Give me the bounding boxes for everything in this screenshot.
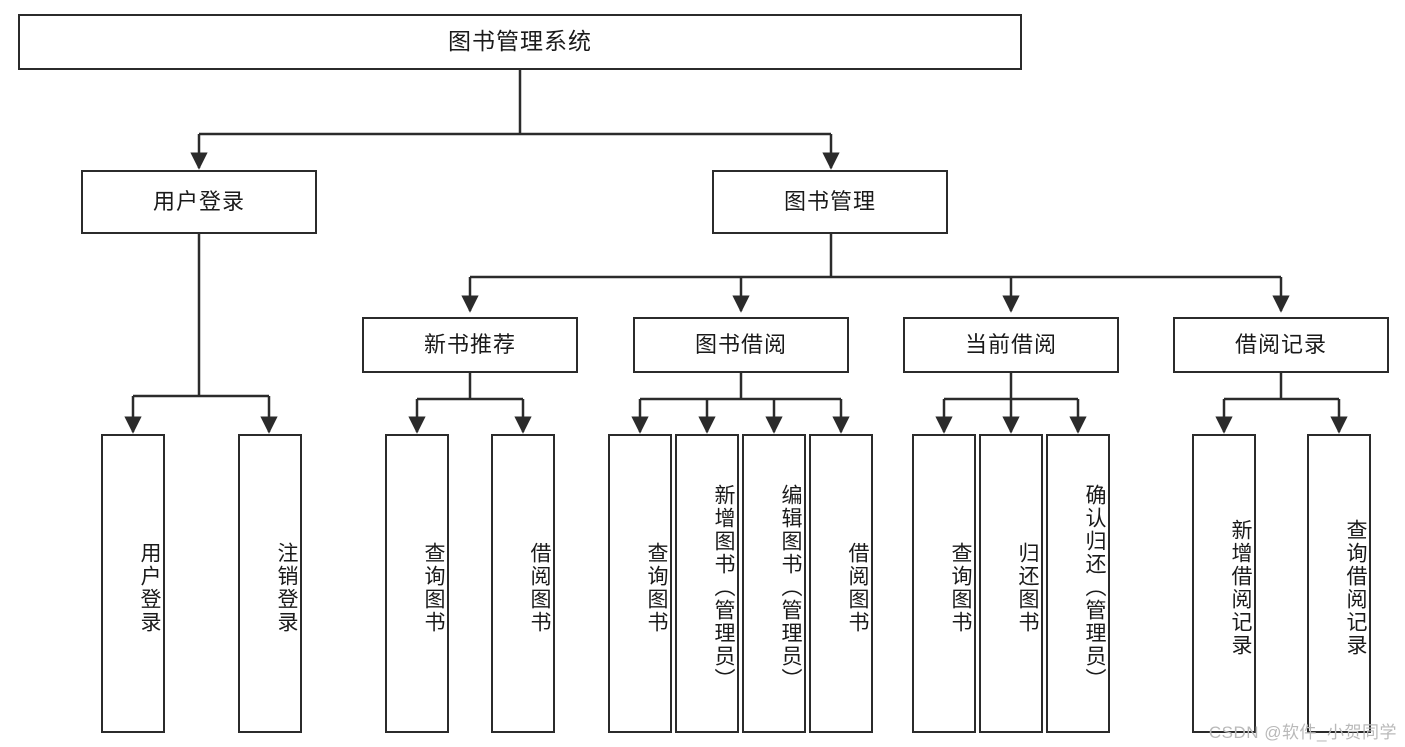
- node-label: 查询图书: [949, 541, 972, 634]
- node-leaf-return-book[interactable]: 归还图书: [979, 434, 1043, 733]
- node-label: 用户登录: [152, 188, 245, 214]
- node-user-login[interactable]: 用户登录: [81, 170, 317, 234]
- node-label: 图书借阅: [694, 331, 787, 357]
- node-book-manage[interactable]: 图书管理: [712, 170, 948, 234]
- node-label: 借阅记录: [1234, 331, 1327, 357]
- node-label: 新书推荐: [423, 331, 516, 357]
- node-label: 归还图书: [1016, 541, 1039, 634]
- node-label: 确认归还（管理员）: [1083, 484, 1106, 691]
- node-leaf-add-borrow-record[interactable]: 新增借阅记录: [1192, 434, 1256, 733]
- node-label: 注销登录: [275, 541, 298, 634]
- node-leaf-borrow-book-rec[interactable]: 借阅图书: [491, 434, 555, 733]
- csdn-watermark: CSDN @软件_小贺同学: [1208, 723, 1397, 742]
- node-label: 图书管理系统: [448, 28, 592, 55]
- node-label: 用户登录: [138, 541, 161, 634]
- node-label: 借阅图书: [528, 541, 551, 634]
- node-label: 查询图书: [422, 541, 445, 634]
- node-root-system[interactable]: 图书管理系统: [18, 14, 1022, 70]
- node-leaf-query-borrow-record[interactable]: 查询借阅记录: [1307, 434, 1371, 733]
- node-label: 图书管理: [783, 188, 876, 214]
- node-label: 新增借阅记录: [1229, 518, 1252, 657]
- node-new-book-recommend[interactable]: 新书推荐: [362, 317, 578, 373]
- node-label: 编辑图书（管理员）: [779, 484, 802, 691]
- node-label: 查询借阅记录: [1344, 518, 1367, 657]
- node-label: 当前借阅: [964, 331, 1057, 357]
- node-label: 借阅图书: [846, 541, 869, 634]
- node-leaf-edit-book[interactable]: 编辑图书（管理员）: [742, 434, 806, 733]
- node-leaf-add-book[interactable]: 新增图书（管理员）: [675, 434, 739, 733]
- node-leaf-confirm-return[interactable]: 确认归还（管理员）: [1046, 434, 1110, 733]
- node-leaf-borrow-book[interactable]: 借阅图书: [809, 434, 873, 733]
- node-current-borrow[interactable]: 当前借阅: [903, 317, 1119, 373]
- node-leaf-query-book-rec[interactable]: 查询图书: [385, 434, 449, 733]
- node-leaf-query-book-current[interactable]: 查询图书: [912, 434, 976, 733]
- node-leaf-user-login[interactable]: 用户登录: [101, 434, 165, 733]
- node-label: 查询图书: [645, 541, 668, 634]
- node-leaf-query-book-borrow[interactable]: 查询图书: [608, 434, 672, 733]
- node-borrow-record[interactable]: 借阅记录: [1173, 317, 1389, 373]
- node-book-borrow[interactable]: 图书借阅: [633, 317, 849, 373]
- node-label: 新增图书（管理员）: [712, 484, 735, 691]
- node-leaf-logout[interactable]: 注销登录: [238, 434, 302, 733]
